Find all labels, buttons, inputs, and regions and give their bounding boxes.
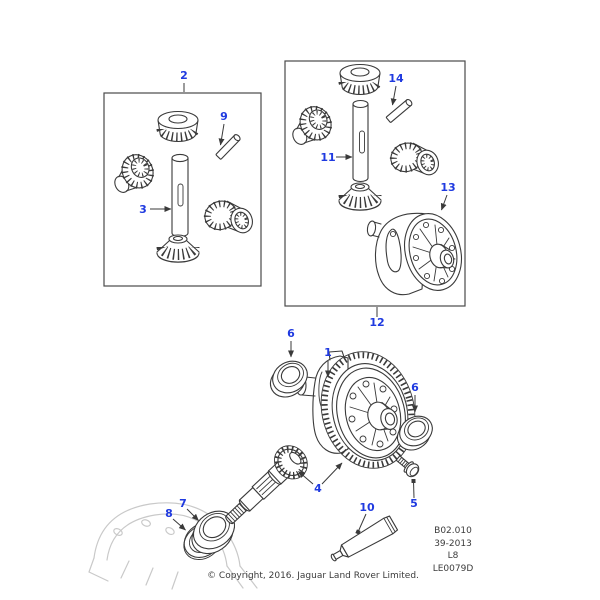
crown-wheel[interactable] bbox=[309, 342, 427, 479]
case-kit-box bbox=[284, 60, 466, 307]
side-gear-left-2[interactable] bbox=[284, 101, 337, 151]
differential-bearing-right[interactable] bbox=[391, 410, 439, 455]
differential-bearing-left[interactable] bbox=[263, 355, 314, 403]
callout-5[interactable]: 5 bbox=[410, 497, 418, 510]
callout-14[interactable]: 14 bbox=[388, 72, 404, 85]
callout-6-right[interactable]: 6 bbox=[411, 381, 419, 394]
callout-13[interactable]: 13 bbox=[440, 181, 455, 194]
leader-lines bbox=[150, 83, 448, 535]
planet-bevel-gear-top[interactable] bbox=[156, 110, 200, 143]
differential-cross-shaft-2[interactable] bbox=[352, 99, 369, 183]
drawing-number: B02.010 bbox=[434, 526, 472, 536]
lock-pin[interactable] bbox=[215, 133, 241, 160]
case-flange-holes bbox=[412, 221, 456, 285]
callout-8[interactable]: 8 bbox=[165, 507, 173, 520]
planet-bevel-gear-top-2[interactable] bbox=[338, 63, 382, 96]
callout-3[interactable]: 3 bbox=[139, 203, 147, 216]
side-gear-left[interactable] bbox=[106, 149, 159, 199]
planet-bevel-gear-bottom-2[interactable] bbox=[338, 182, 382, 211]
lock-pin-2[interactable] bbox=[385, 98, 413, 123]
side-gear-right[interactable] bbox=[201, 192, 256, 243]
callout-11[interactable]: 11 bbox=[320, 151, 335, 164]
differential-cross-shaft[interactable] bbox=[171, 153, 189, 238]
callout-9[interactable]: 9 bbox=[220, 110, 228, 123]
drawing-sheet-code: LE0079D bbox=[432, 563, 474, 574]
planet-bevel-gear-bottom[interactable] bbox=[156, 234, 200, 263]
callout-2[interactable]: 2 bbox=[180, 69, 188, 82]
callout-10[interactable]: 10 bbox=[359, 501, 375, 514]
callout-1[interactable]: 1 bbox=[324, 346, 332, 359]
drawing-variant-code: L8 bbox=[447, 551, 459, 561]
pinion-bearing[interactable] bbox=[183, 503, 244, 561]
callout-4[interactable]: 4 bbox=[314, 482, 322, 495]
flange-bolt[interactable] bbox=[394, 453, 422, 479]
copyright-notice: © Copyright, 2016. Jaguar Land Rover Lim… bbox=[207, 571, 419, 581]
side-gear-right-2[interactable] bbox=[387, 134, 442, 185]
gear-kit-box bbox=[103, 92, 262, 287]
callout-12[interactable]: 12 bbox=[369, 316, 384, 329]
callout-7[interactable]: 7 bbox=[179, 497, 187, 510]
differential-case[interactable] bbox=[366, 207, 469, 297]
drawing-reference-block: B02.010 39-2013 L8 LE0079D bbox=[413, 525, 493, 575]
sealant-tube[interactable] bbox=[328, 515, 399, 566]
callout-labels: 1 2 3 4 5 6 6 7 8 9 10 11 12 13 14 bbox=[139, 69, 455, 520]
callout-6-left[interactable]: 6 bbox=[287, 327, 295, 340]
drive-pinion[interactable] bbox=[216, 439, 314, 534]
drawing-date-code: 39-2013 bbox=[434, 538, 472, 549]
